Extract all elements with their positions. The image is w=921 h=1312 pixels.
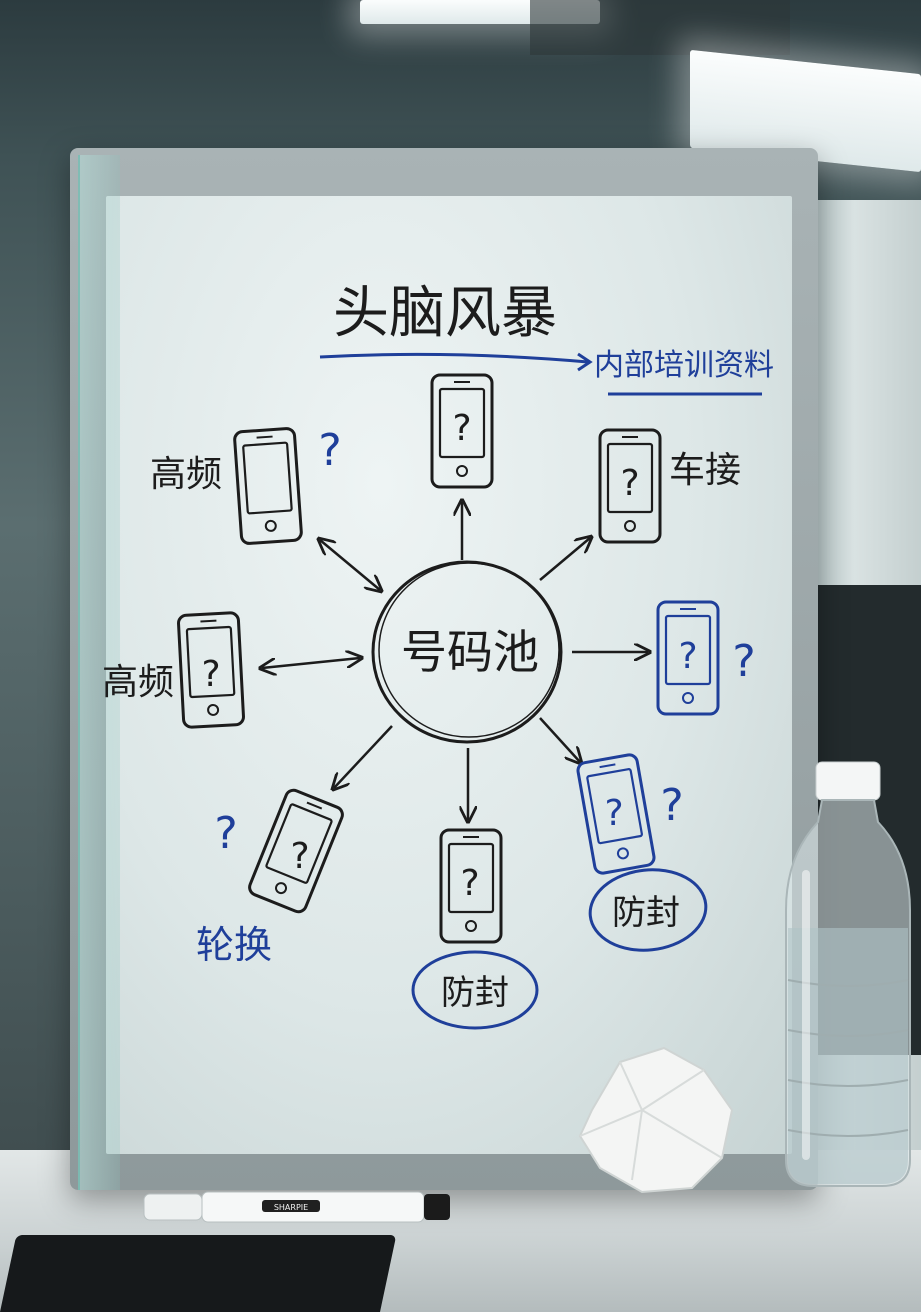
label-anti-ban-right: 防封 xyxy=(612,893,680,933)
label-car-pickup: 车接 xyxy=(669,450,741,491)
marker-pen: SHARPIE xyxy=(143,1191,450,1223)
center-label: 号码池 xyxy=(401,625,539,679)
label-high-frequency-left: 高频 xyxy=(102,662,174,703)
circled-label-outline xyxy=(588,868,708,952)
question-mark: ? xyxy=(460,863,479,904)
crumpled-tissue xyxy=(578,1046,734,1194)
arrow-bottom-left xyxy=(334,725,393,788)
internal-label: 内部培训资料 xyxy=(594,348,774,383)
title-underline-arrow xyxy=(319,352,589,364)
question-mark: ? xyxy=(660,780,683,831)
arrow-bottom-right xyxy=(539,717,580,762)
water-bottle xyxy=(785,761,911,1187)
board-title: 头脑风暴 xyxy=(333,281,557,346)
label-anti-ban-bottom: 防封 xyxy=(441,973,509,1013)
circled-label-outline xyxy=(411,950,539,1030)
marker-brand-label: SHARPIE xyxy=(274,1203,308,1212)
question-mark: ? xyxy=(732,636,755,687)
question-mark: ? xyxy=(620,463,639,504)
keyboard xyxy=(0,1235,397,1312)
question-mark: ? xyxy=(214,808,237,859)
arrow-left xyxy=(262,658,360,668)
arrow-top-right xyxy=(539,538,590,581)
glass-panel xyxy=(78,155,120,1190)
center-circle xyxy=(371,560,563,744)
question-mark: ? xyxy=(604,793,623,834)
question-mark: ? xyxy=(678,636,697,677)
label-high-frequency-top: 高频 xyxy=(150,454,222,495)
question-mark: ? xyxy=(318,425,341,476)
question-mark: ? xyxy=(201,654,220,695)
arrow-top-left xyxy=(320,540,380,590)
label-rotation: 轮换 xyxy=(196,923,272,967)
question-mark: ? xyxy=(290,836,309,877)
phone-top-left xyxy=(232,426,304,546)
ceiling-vent xyxy=(530,0,790,55)
question-mark: ? xyxy=(452,408,471,449)
